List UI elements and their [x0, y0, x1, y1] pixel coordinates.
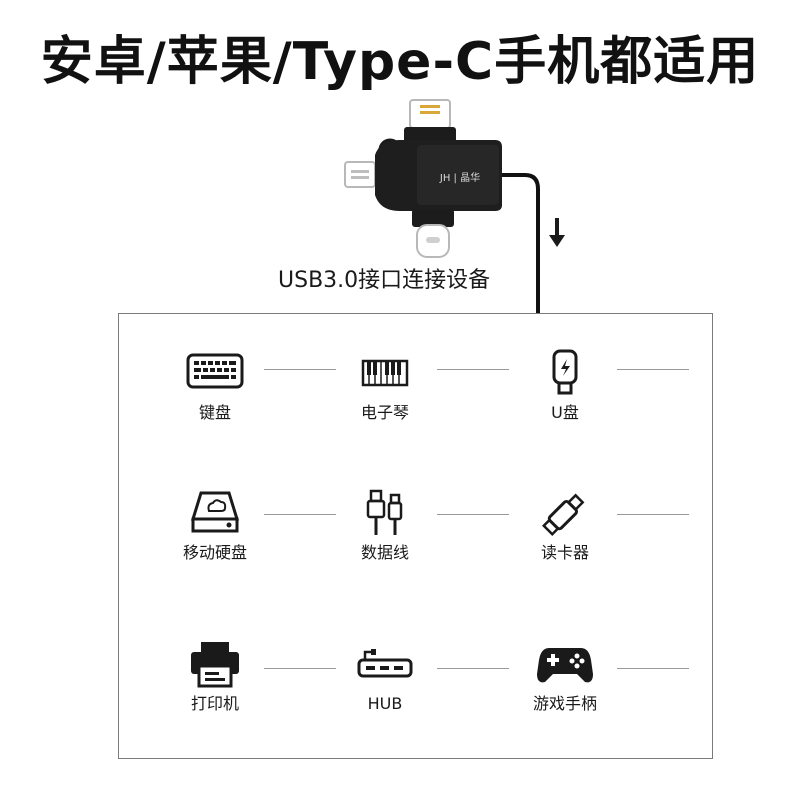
piano-icon	[361, 359, 409, 387]
device-label: 移动硬盘	[182, 543, 247, 562]
divider	[437, 668, 509, 669]
otg-adapter-image: JH | 晶华	[344, 99, 540, 313]
arrow-down-icon	[549, 218, 565, 247]
device-hub: HUB	[325, 640, 445, 730]
divider	[617, 668, 689, 669]
device-label: 数据线	[360, 543, 409, 562]
device-panel: 键盘 电子琴 U盘 移动硬盘	[118, 313, 713, 759]
device-label: 读卡器	[540, 543, 589, 562]
card-reader-icon	[542, 493, 585, 536]
device-label: 游戏手柄	[532, 694, 597, 713]
hard-drive-icon	[190, 491, 240, 533]
device-printer: 打印机	[155, 640, 275, 730]
gamepad-icon	[537, 648, 593, 683]
usb-drive-icon	[552, 349, 578, 395]
divider	[264, 668, 336, 669]
divider	[437, 369, 509, 370]
device-usb-drive: U盘	[505, 349, 625, 439]
device-piano: 电子琴	[325, 349, 445, 439]
device-label: U盘	[551, 403, 579, 422]
device-card-reader: 读卡器	[505, 489, 625, 579]
printer-icon	[191, 642, 239, 688]
hub-icon	[357, 649, 413, 678]
cable-icon	[366, 489, 403, 535]
device-hard-drive: 移动硬盘	[155, 489, 275, 579]
keyboard-icon	[186, 353, 244, 389]
device-cable: 数据线	[325, 489, 445, 579]
divider	[437, 514, 509, 515]
divider	[264, 514, 336, 515]
connect-label: USB3.0接口连接设备	[278, 268, 491, 293]
device-gamepad: 游戏手柄	[505, 640, 625, 730]
device-label: HUB	[367, 694, 403, 713]
brand-text: JH | 晶华	[439, 171, 480, 184]
device-keyboard: 键盘	[155, 349, 275, 439]
device-label: 键盘	[198, 403, 231, 422]
divider	[617, 514, 689, 515]
device-label: 打印机	[190, 694, 239, 713]
page-title: 安卓/苹果/Type-C手机都适用	[40, 32, 760, 92]
divider	[617, 369, 689, 370]
divider	[264, 369, 336, 370]
device-label: 电子琴	[360, 403, 409, 422]
